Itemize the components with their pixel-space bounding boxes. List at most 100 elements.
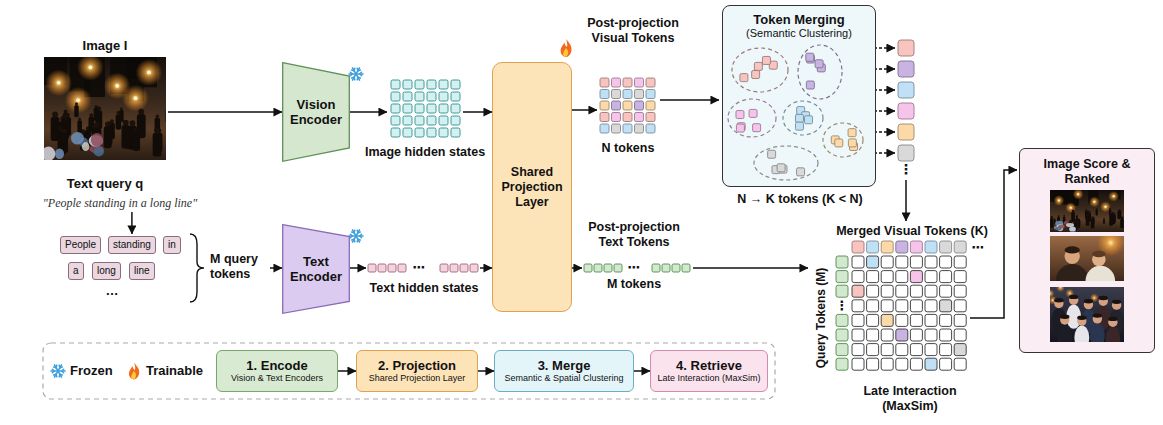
frozen-icon [356, 68, 358, 70]
step-box: 3. MergeSemantic & Spatial Clustering [494, 350, 634, 392]
frozen-icon [55, 365, 62, 377]
flow-arrow [572, 267, 582, 269]
trainable-icon [561, 39, 572, 57]
frozen-icon [350, 236, 352, 238]
similarity-cell [881, 329, 893, 341]
visual-token [600, 78, 609, 87]
visual-token [646, 124, 655, 133]
annotation-label: M query tokens [210, 252, 270, 282]
frozen-icon [358, 77, 360, 79]
frozen-icon [353, 77, 355, 79]
text-token [672, 264, 680, 272]
query-token: People [60, 236, 101, 254]
merged-token [852, 241, 864, 253]
photo [1098, 296, 1107, 305]
hidden-state-token [427, 80, 436, 89]
photo [1112, 299, 1121, 303]
visual-token [612, 90, 621, 99]
similarity-cell [896, 285, 908, 297]
clustered-token [752, 123, 760, 131]
step-connector [634, 370, 650, 372]
hidden-state-token [451, 80, 460, 89]
step-connector [478, 370, 494, 372]
clustered-token [815, 59, 823, 67]
text-token [604, 264, 612, 272]
similarity-cell [954, 300, 966, 312]
photo [1064, 246, 1079, 253]
clustered-token [736, 124, 744, 132]
clustered-token [806, 81, 814, 89]
query-token: line [129, 262, 155, 280]
similarity-cell [852, 314, 864, 326]
photo [1058, 199, 1060, 201]
visual-token [646, 113, 655, 122]
photo [120, 107, 123, 110]
hidden-state-token [451, 92, 460, 101]
photo [63, 114, 68, 119]
flow-arrow [350, 267, 366, 269]
legend-text: Frozen [70, 363, 113, 378]
photo [1121, 216, 1122, 217]
similarity-cell [896, 300, 908, 312]
merged-token [925, 241, 937, 253]
text-token [662, 264, 670, 272]
photo [55, 148, 64, 159]
photo [123, 120, 129, 126]
photo [1104, 206, 1106, 208]
node-title: long [97, 265, 116, 277]
query-token: a [68, 262, 84, 280]
photo [64, 109, 68, 113]
similarity-cell [954, 271, 966, 283]
step-connector [338, 370, 356, 372]
photo [1095, 209, 1097, 215]
annotation-label: Post-projection Text Tokens [578, 220, 690, 250]
similarity-cell [954, 256, 966, 268]
visual-token [635, 90, 644, 99]
similarity-cell [867, 285, 879, 297]
flow-arrow [463, 111, 492, 113]
flow-arrow [693, 267, 808, 269]
hidden-state-token [398, 264, 406, 272]
frozen-icon [352, 239, 354, 241]
photo [122, 85, 149, 112]
clustered-token [751, 70, 759, 78]
hidden-state-token [391, 104, 400, 113]
frozen-icon [358, 239, 360, 241]
photo [1084, 300, 1093, 309]
visual-token [635, 101, 644, 110]
photo [1121, 217, 1123, 223]
photo [62, 129, 67, 134]
frozen-icon [358, 231, 360, 233]
cluster-outline [754, 146, 818, 180]
photo [1118, 209, 1120, 211]
query-token-cell [836, 314, 848, 326]
annotation-label: "People standing in a long line" [43, 196, 197, 211]
photo [1090, 323, 1105, 342]
clustered-token [740, 73, 748, 81]
similarity-cell [881, 271, 893, 283]
clustered-token [749, 109, 757, 117]
frozen-icon [349, 68, 363, 80]
visual-token [623, 113, 632, 122]
photo [1088, 210, 1090, 212]
similarity-cell [852, 329, 864, 341]
hidden-state-token [427, 128, 436, 137]
photo [44, 57, 166, 160]
photo [1077, 193, 1079, 195]
similarity-cell [940, 256, 952, 268]
frozen-icon [353, 230, 360, 242]
similarity-cell [867, 329, 879, 341]
similarity-cell [954, 285, 966, 297]
merged-token [898, 40, 914, 56]
query-token-cell [836, 271, 848, 283]
similarity-cell [940, 314, 952, 326]
annotation-label: ⋯ [413, 260, 426, 276]
legend-item: Trainable [146, 363, 203, 379]
similarity-cell [925, 329, 937, 341]
flow-arrow [350, 111, 387, 113]
frozen-icon [352, 231, 354, 233]
annotation-label: M tokens [607, 277, 661, 292]
step-box: 4. RetrieveLate Interaction (MaxSim) [650, 350, 768, 392]
hidden-state-token [403, 104, 412, 113]
similarity-cell [852, 271, 864, 283]
